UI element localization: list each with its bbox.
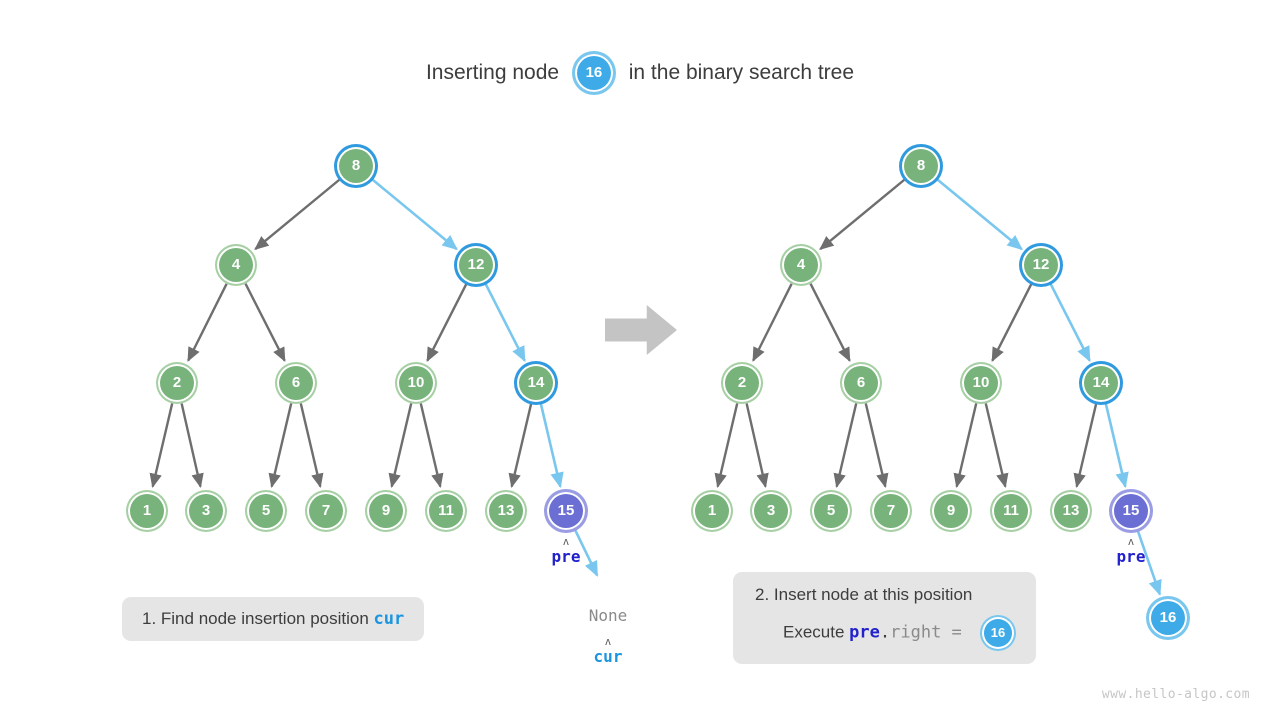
- right-tree-edge-R14-R15: [1104, 403, 1129, 489]
- tree-node-14: 14: [1082, 364, 1120, 402]
- left-tree-edge-L10-L11: [419, 403, 444, 489]
- caption-step-1: 1. Find node insertion position cur: [122, 597, 425, 641]
- left-tree-edge-L14-L13: [508, 403, 533, 489]
- left-tree-edge-L8-L4: [254, 178, 341, 251]
- tree-node-5: 5: [247, 492, 285, 530]
- pointer-caret-icon: ʌ: [1128, 536, 1134, 548]
- right-tree-edge-R2-R3: [745, 403, 769, 489]
- caption-step-2-keyword-pre: pre: [849, 622, 880, 643]
- tree-node-16: 16: [1149, 599, 1187, 637]
- none-label: None: [588, 606, 628, 625]
- title-suffix: in the binary search tree: [628, 61, 855, 84]
- tree-node-10: 10: [397, 364, 435, 402]
- tree-node-5: 5: [812, 492, 850, 530]
- tree-node-3: 3: [752, 492, 790, 530]
- watermark: www.hello-algo.com: [1101, 687, 1250, 702]
- pointer-caret-icon: ʌ: [563, 536, 569, 548]
- tree-node-2: 2: [158, 364, 196, 402]
- tree-node-14: 14: [517, 364, 555, 402]
- caption-step-1-text: 1. Find node insertion position: [142, 609, 374, 628]
- caption-step-2-prefix: Execute: [783, 622, 850, 642]
- right-tree-edge-R2-R1: [714, 403, 739, 489]
- caption-step-2-equals: =: [941, 622, 973, 643]
- pointer-label-text: pre: [1116, 547, 1146, 566]
- right-tree-edge-R15-R16: [1136, 530, 1162, 596]
- left-tree-edge-L4-L2: [187, 283, 228, 362]
- tree-node-6: 6: [277, 364, 315, 402]
- tree-node-1: 1: [693, 492, 731, 530]
- left-tree-edge-L12-L14: [484, 283, 526, 363]
- right-tree-edge-R4-R2: [752, 283, 793, 362]
- title-prefix: Inserting node: [425, 61, 560, 84]
- tree-node-6: 6: [842, 364, 880, 402]
- tree-node-11: 11: [992, 492, 1030, 530]
- tree-node-4: 4: [782, 246, 820, 284]
- block-arrow-icon: [605, 305, 677, 355]
- left-tree-edge-L4-L6: [244, 283, 286, 362]
- left-tree-edge-L10-L9: [388, 403, 413, 489]
- left-tree-edge-L8-L12: [371, 178, 458, 251]
- left-tree-edge-L6-L7: [299, 403, 324, 489]
- tree-node-10: 10: [962, 364, 1000, 402]
- tree-node-15: 15: [547, 492, 585, 530]
- tree-node-7: 7: [872, 492, 910, 530]
- tree-node-3: 3: [187, 492, 225, 530]
- tree-node-8: 8: [902, 147, 940, 185]
- tree-node-4: 4: [217, 246, 255, 284]
- right-tree-edge-R8-R4: [819, 178, 906, 251]
- left-tree-edge-L14-L15: [539, 403, 564, 489]
- tree-node-13: 13: [1052, 492, 1090, 530]
- caption-step-2-member: right: [890, 622, 942, 643]
- left-tree-edge-L2-L3: [180, 403, 204, 489]
- left-tree-dangling-edge-0: [573, 529, 599, 577]
- left-tree-edge-L2-L1: [149, 403, 174, 489]
- right-tree-edge-R14-R13: [1073, 403, 1098, 489]
- tree-node-13: 13: [487, 492, 525, 530]
- pointer-label-text: pre: [551, 547, 581, 566]
- tree-node-15: 15: [1112, 492, 1150, 530]
- caption-step-2: 2. Insert node at this position Execute …: [733, 572, 1037, 664]
- left-tree-edge-L12-L10: [426, 283, 468, 362]
- caption-step-2-line-1: 2. Insert node at this position: [755, 585, 973, 604]
- caption-step-2-node-chip: 16: [982, 617, 1015, 649]
- right-tree-edge-R4-R6: [809, 283, 851, 362]
- right-tree-edge-R6-R5: [833, 403, 858, 489]
- tree-node-9: 9: [367, 492, 405, 530]
- caption-step-2-line-2: Execute pre.right = 16: [755, 617, 1015, 649]
- tree-node-12: 12: [1022, 246, 1060, 284]
- tree-node-9: 9: [932, 492, 970, 530]
- tree-node-8: 8: [337, 147, 375, 185]
- tree-node-1: 1: [128, 492, 166, 530]
- tree-node-2: 2: [723, 364, 761, 402]
- caption-step-2-dot: .: [879, 622, 891, 643]
- tree-node-12: 12: [457, 246, 495, 284]
- title-node-chip: 16: [574, 54, 613, 92]
- tree-node-7: 7: [307, 492, 345, 530]
- right-tree-edge-R6-R7: [864, 403, 889, 489]
- right-tree-edge-R12-R10: [991, 283, 1033, 362]
- right-tree-edge-R10-R9: [953, 403, 978, 489]
- right-tree-edge-R10-R11: [984, 403, 1009, 489]
- caption-step-1-keyword-cur: cur: [373, 609, 405, 629]
- left-tree-edge-L6-L5: [268, 403, 293, 489]
- pointer-label-text: cur: [593, 647, 623, 666]
- right-tree-edge-R8-R12: [936, 178, 1023, 251]
- right-tree-edge-R12-R14: [1049, 283, 1091, 363]
- pointer-caret-icon: ʌ: [605, 636, 611, 648]
- tree-node-11: 11: [427, 492, 465, 530]
- page-title: Inserting node 16 in the binary search t…: [0, 54, 1280, 92]
- caption-step-1-line: 1. Find node insertion position cur: [142, 609, 404, 629]
